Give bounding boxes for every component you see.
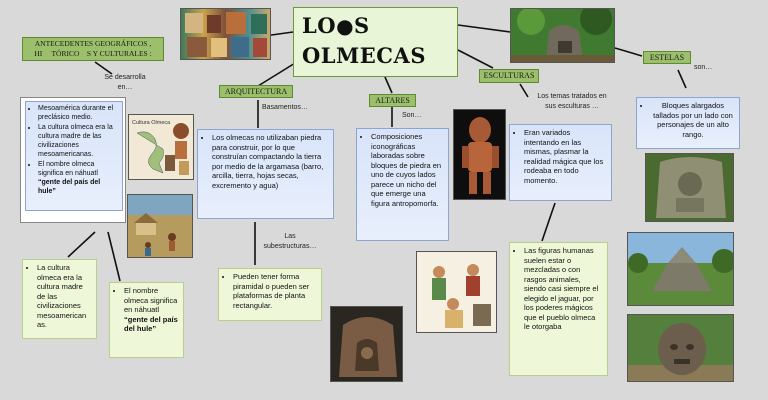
esculturas-box: Eran variados intentando en las mismas, …: [509, 124, 612, 201]
line-antec-desarrolla: [94, 61, 113, 75]
text-temas: Los temas tratados en sus esculturas …: [537, 93, 607, 110]
text-basamentos: Basamentos…: [262, 104, 308, 111]
estelas-box: Bloques alargados tallados por un lado c…: [636, 97, 740, 149]
text-son-estelas: son…: [694, 64, 713, 71]
label-altares: ALTARES: [369, 94, 416, 107]
codex-people-image: [416, 251, 497, 333]
stela-image: [645, 153, 734, 222]
altar-stone-image: [330, 306, 403, 382]
arquitectura-box: Los olmecas no utilizaban piedra para co…: [197, 129, 334, 219]
subestructuras-box: Pueden tener forma piramidal o pueden se…: [218, 268, 322, 321]
label-estelas: ESTELAS: [643, 51, 691, 64]
cultura-madre-text: La cultura olmeca era la cultura madre d…: [37, 263, 92, 330]
nombre-box: El nombre olmeca significa en náhuatl “g…: [109, 282, 184, 358]
antecedentes-item-2: La cultura olmeca era la cultura madre d…: [38, 123, 120, 159]
mural-image: [180, 8, 271, 60]
estelas-text: Bloques alargados tallados por un lado c…: [651, 101, 735, 139]
nombre-quote: “gente del país del hule”: [124, 314, 178, 334]
text-son-altares: Son…: [402, 112, 422, 119]
antecedentes-item-3-text: El nombre olmeca significa en náhuatl: [38, 161, 98, 177]
line-to-cultura: [67, 231, 96, 258]
nombre-item: El nombre olmeca significa en náhuatl “g…: [124, 286, 179, 334]
line-img-estelas: [614, 47, 643, 57]
subestructuras-text: Pueden tener forma piramidal o pueden se…: [233, 272, 317, 310]
figuras-text: Las figuras humanas suelen estar o mezcl…: [524, 246, 603, 332]
antecedentes-box: Mesoamérica durante el preclásico medio.…: [20, 97, 126, 223]
figuras-box: Las figuras humanas suelen estar o mezcl…: [509, 242, 608, 376]
title-line1: LO: [302, 13, 337, 38]
title-line2: OLMECAS: [302, 43, 426, 68]
colossal-head-image: [627, 314, 734, 382]
text-se-desarrolla: Se desarrolla en…: [104, 74, 146, 91]
pyramid-image: [627, 232, 734, 306]
altares-box: Composiciones iconográficas laboradas so…: [356, 128, 449, 241]
arquitectura-text: Los olmecas no utilizaban piedra para co…: [212, 133, 329, 190]
esculturas-text: Eran variados intentando en las mismas, …: [524, 128, 607, 185]
line-esculturas-figuras: [541, 202, 556, 242]
terracotta-figure-image: [453, 109, 506, 200]
text-subestructuras: Las subestructuras…: [263, 233, 317, 250]
line-title-img: [457, 24, 511, 33]
label-antecedentes: ANTECEDENTES GEOGRÁFICOS , HI TÓRICO S Y…: [22, 37, 164, 61]
line-title-altares: [384, 76, 393, 94]
jungle-altar-image: [510, 8, 615, 63]
line-estelas-box: [677, 69, 687, 89]
map-caption: Cultura Olmeca: [132, 120, 171, 126]
line-title-esculturas: [457, 49, 494, 69]
antecedentes-item-1: Mesoamérica durante el preclásico medio.: [38, 104, 120, 122]
label-arquitectura: ARQUITECTURA: [219, 85, 293, 98]
cultura-madre-box: La cultura olmeca era la cultura madre d…: [22, 259, 97, 339]
antecedentes-list: Mesoamérica durante el preclásico medio.…: [25, 101, 123, 211]
line-esculturas-temas: [519, 83, 529, 98]
nombre-text: El nombre olmeca significa en náhuatl: [124, 286, 178, 314]
label-esculturas: ESCULTURAS: [479, 69, 539, 83]
cultura-olmeca-map-image: Cultura Olmeca: [128, 114, 194, 180]
line-to-nombre: [107, 231, 121, 282]
olmec-village-image: [127, 194, 193, 258]
main-title: LO●S OLMECAS: [293, 7, 458, 77]
altares-text: Composiciones iconográficas laboradas so…: [371, 132, 444, 208]
title-line1b: S: [354, 13, 370, 38]
antecedentes-item-3: El nombre olmeca significa en náhuatl “g…: [38, 160, 120, 196]
antecedentes-item-3-quote: “gente del país del hule”: [38, 179, 101, 195]
apple-logo-icon: ●: [336, 14, 355, 38]
